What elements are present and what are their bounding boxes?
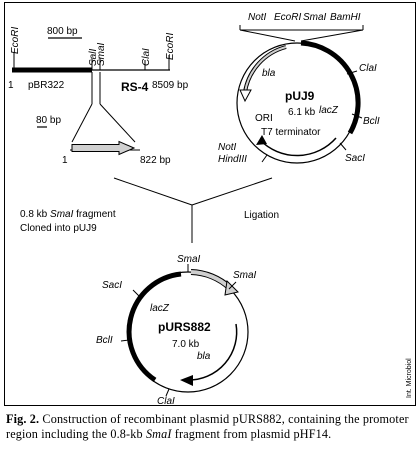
promoter-arrow: [71, 140, 136, 156]
puj9-site-bcli: BclI: [363, 116, 380, 127]
purs882-bla-label: bla: [197, 351, 211, 362]
step-text-line1: 0.8 kb SmaI fragment: [20, 209, 116, 220]
puj9-name: pUJ9: [285, 89, 315, 103]
purs882-site-saci: SacI: [102, 280, 122, 291]
purs882-site-smai-right: SmaI: [233, 270, 257, 281]
purs882-size: 7.0 kb: [172, 339, 200, 350]
purs882-name: pURS882: [158, 320, 211, 334]
purs882-site-smai-top: SmaI: [177, 254, 201, 265]
step-text-line2: Cloned into pUJ9: [20, 223, 97, 234]
puj9-site-noti: NotI: [218, 142, 237, 153]
figure-caption: Fig. 2. Construction of recombinant plas…: [6, 412, 416, 442]
puj9-mcs-ecori: EcoRI: [274, 12, 301, 23]
purs882-lacz-label: lacZ: [150, 303, 170, 314]
caption-text-a: Construction of recombinant plasmid pURS…: [6, 412, 409, 441]
rs4-site-sali: SalI: [88, 49, 99, 66]
puj9-ori-label: ORI: [255, 113, 273, 124]
puj9-lacz-arc: [300, 40, 361, 135]
puj9-site-clai: ClaI: [359, 63, 377, 74]
rs4-scale-label: 800 bp: [47, 26, 78, 37]
puj9-mcs-noti: NotI: [248, 12, 267, 23]
caption-text-c: fragment from plasmid pHF14.: [171, 427, 332, 441]
fragment-start-label: 1: [62, 155, 68, 166]
purs882-site-clai: ClaI: [157, 396, 175, 407]
puj9-size: 6.1 kb: [288, 107, 316, 118]
puj9-mcs-bamhi: BamHI: [330, 12, 361, 23]
figure-frame: [4, 2, 416, 406]
rs4-site-clai: ClaI: [141, 48, 152, 66]
journal-watermark: Int. Microbiol: [406, 358, 413, 398]
puj9-bla-label: bla: [262, 68, 276, 79]
fragment-zoom: 80 bp 1 822 bp: [36, 72, 171, 166]
rs4-name: RS-4: [121, 80, 149, 94]
caption-text-b: SmaI: [145, 427, 172, 441]
rs4-site-smai: SmaI: [96, 42, 107, 66]
rs4-site-ecori-left: EcoRI: [10, 27, 21, 54]
puj9-site-saci: SacI: [345, 153, 365, 164]
rs4-map: 800 bp EcoRI SalI SmaI ClaI EcoRI 1 pBR3…: [8, 26, 189, 94]
purs882-plasmid: SmaI SmaI SacI BclI ClaI lacZ pURS882 7.…: [96, 254, 257, 407]
puj9-plasmid: NotI EcoRI SmaI BamHI bla pUJ9 6.1 kb la…: [218, 12, 380, 165]
puj9-site-hindiii: HindIII: [218, 154, 247, 165]
caption-label: Fig. 2.: [6, 412, 40, 426]
purs882-site-bcli: BclI: [96, 335, 113, 346]
puj9-mcs-smai: SmaI: [303, 12, 327, 23]
puj9-t7-label: T7 terminator: [261, 127, 321, 138]
rs4-pbr322-segment: [12, 67, 92, 73]
rs4-start-label: 1: [8, 80, 14, 91]
ligation-step: 0.8 kb SmaI fragment Cloned into pUJ9 Li…: [20, 177, 279, 243]
puj9-ori-arrow: [259, 137, 337, 157]
rs4-end-label: 8509 bp: [152, 80, 189, 91]
purs882-lacz-arc: [126, 271, 182, 383]
rs4-site-ecori-right: EcoRI: [165, 33, 176, 60]
puj9-lacz-label: lacZ: [319, 105, 339, 116]
rs4-vector-label: pBR322: [28, 80, 65, 91]
fragment-end-label: 822 bp: [140, 155, 171, 166]
fragment-scale-label: 80 bp: [36, 115, 61, 126]
purs882-bla-arrow: [187, 323, 238, 381]
ligation-label: Ligation: [244, 210, 279, 221]
